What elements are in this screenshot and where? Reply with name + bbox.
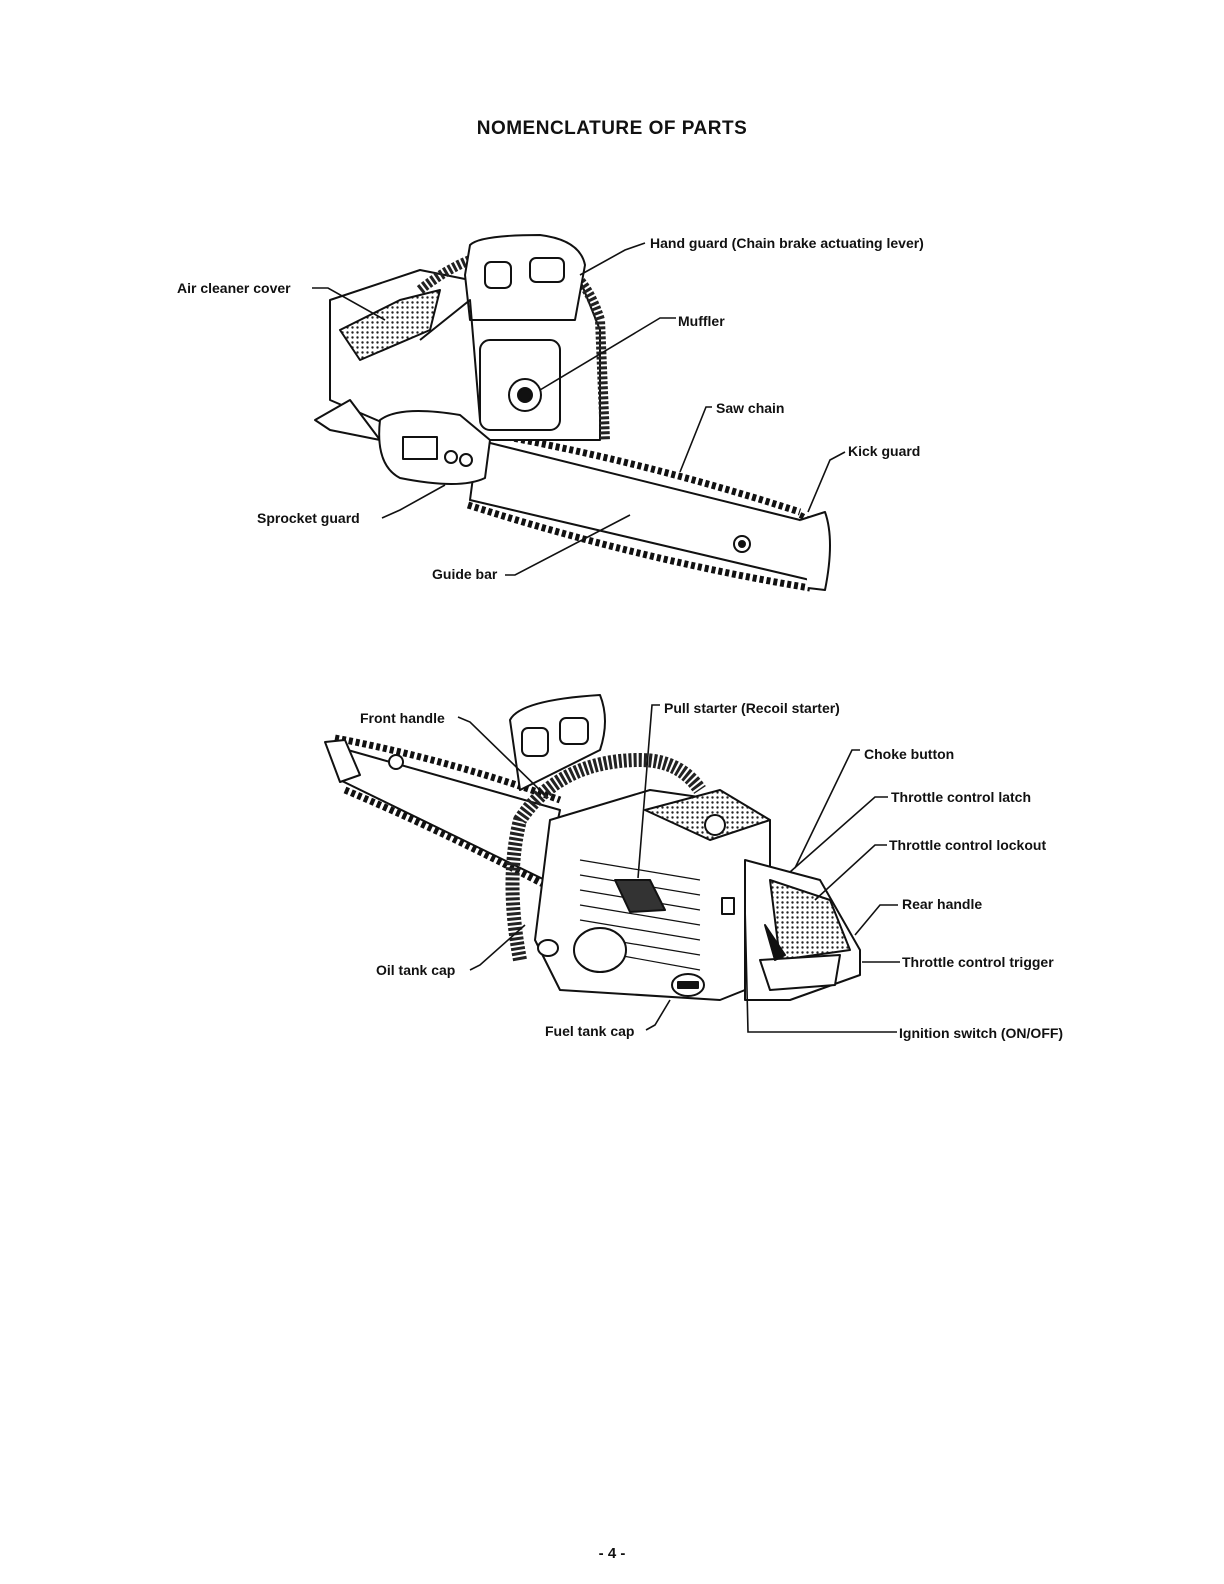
label-sprocket-guard: Sprocket guard — [257, 510, 360, 526]
top-saw-body — [314, 234, 831, 592]
label-throttle-control-trigger: Throttle control trigger — [902, 954, 1054, 970]
page-number: - 4 - — [598, 1545, 626, 1562]
label-pull-starter: Pull starter (Recoil starter) — [664, 700, 840, 716]
label-muffler: Muffler — [678, 313, 725, 329]
top-leader-lines — [312, 242, 846, 576]
bottom-saw-body — [324, 694, 861, 1001]
bottom-leader-lines — [457, 704, 900, 1033]
label-rear-handle: Rear handle — [902, 896, 983, 912]
label-throttle-control-lockout: Throttle control lockout — [889, 837, 1047, 853]
label-ignition-switch: Ignition switch (ON/OFF) — [899, 1025, 1064, 1041]
label-throttle-control-latch: Throttle control latch — [891, 789, 1031, 805]
label-fuel-tank-cap: Fuel tank cap — [545, 1023, 635, 1039]
label-hand-guard: Hand guard (Chain brake actuating lever) — [650, 235, 924, 251]
label-kick-guard: Kick guard — [848, 443, 921, 459]
page-title: NOMENCLATURE OF PARTS — [476, 118, 748, 139]
label-oil-tank-cap: Oil tank cap — [376, 962, 456, 978]
label-front-handle: Front handle — [360, 710, 445, 726]
label-saw-chain: Saw chain — [716, 400, 785, 416]
label-guide-bar: Guide bar — [432, 566, 498, 582]
label-choke-button: Choke button — [864, 746, 955, 762]
label-air-cleaner-cover: Air cleaner cover — [177, 280, 291, 296]
